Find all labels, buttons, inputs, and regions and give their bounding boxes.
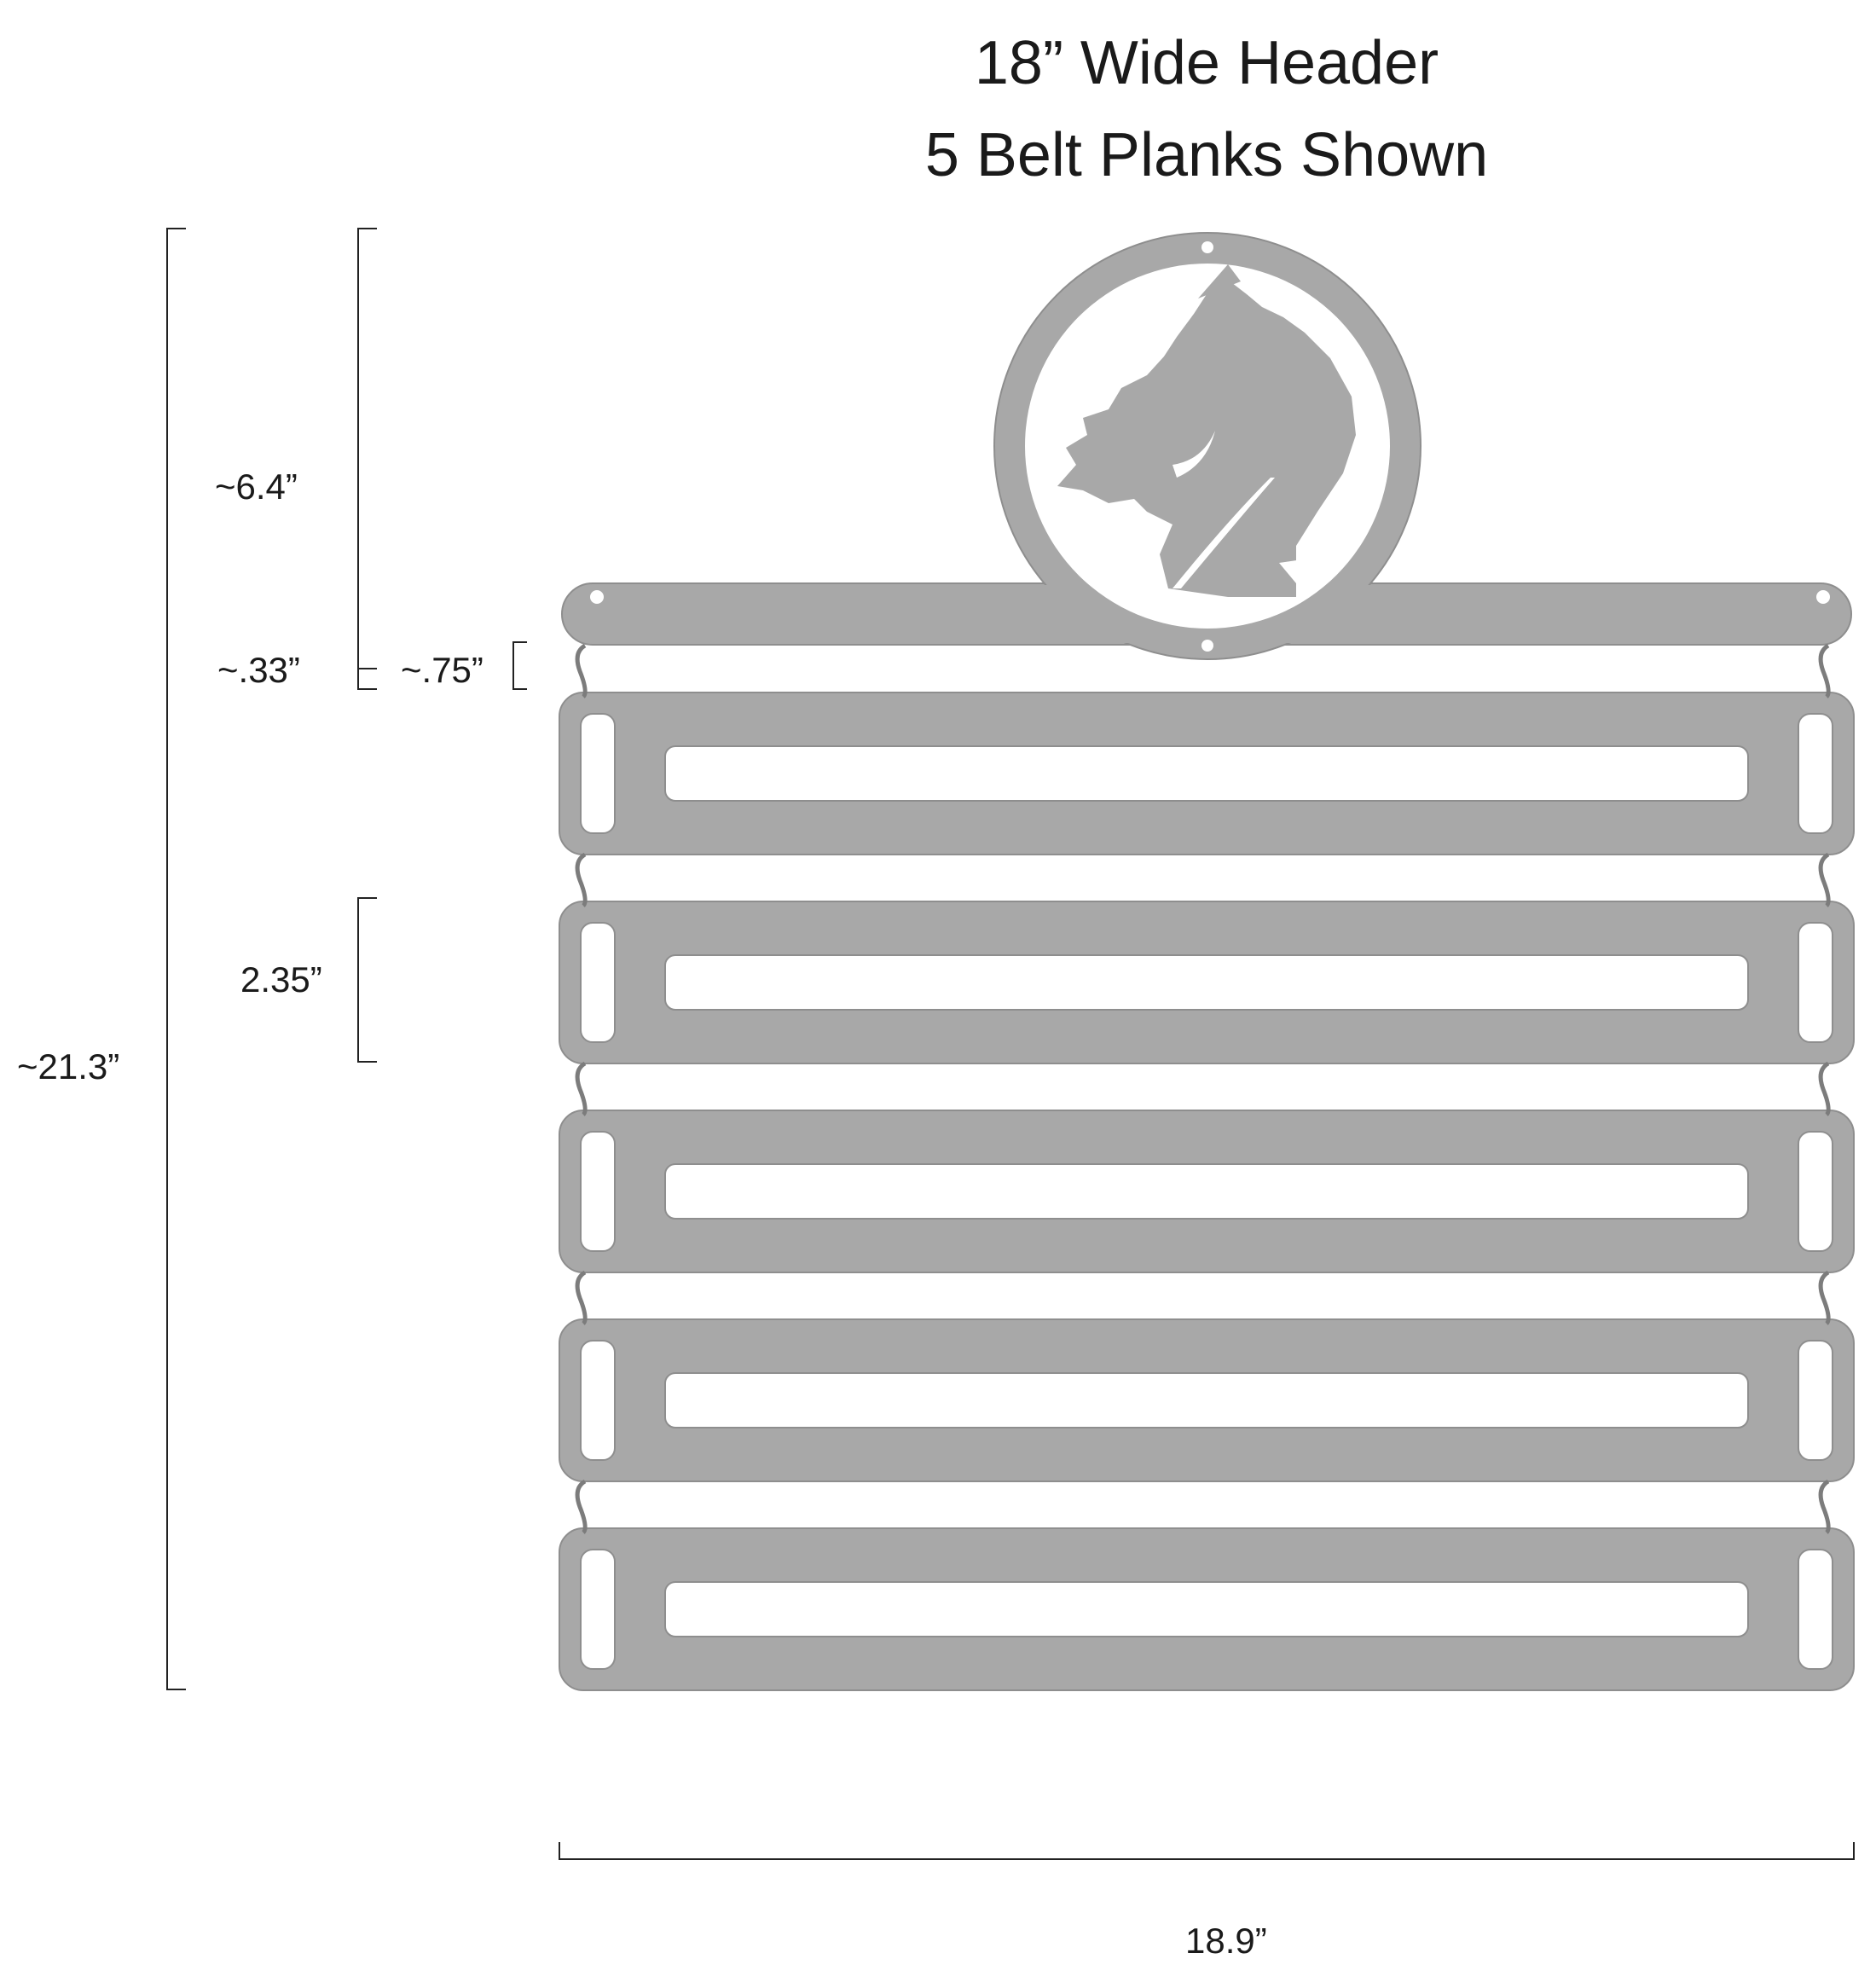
s-hook-icon <box>1818 643 1831 698</box>
belt-plank <box>559 1318 1855 1482</box>
header-gap-bracket <box>357 668 377 690</box>
hook-gap-bracket <box>512 641 527 690</box>
width-bracket <box>559 1842 1855 1860</box>
s-hook-icon <box>1818 1270 1831 1325</box>
belt-plank <box>559 692 1855 855</box>
s-hook-icon <box>1818 1479 1831 1534</box>
s-hook-icon <box>575 1270 588 1325</box>
title-line-2: 5 Belt Planks Shown <box>924 121 1489 189</box>
belt-plank <box>559 901 1855 1064</box>
dragon-head-icon <box>1057 264 1356 597</box>
plank-height-bracket <box>357 897 377 1063</box>
header-gap-label: ~.33” <box>217 650 300 690</box>
s-hook-icon <box>575 852 588 907</box>
title-line-1: 18” Wide Header <box>974 29 1439 97</box>
header-height-label: ~6.4” <box>215 466 298 507</box>
belt-plank <box>559 1527 1855 1691</box>
s-hook-icon <box>1818 1061 1831 1116</box>
belt-plank <box>559 1110 1855 1273</box>
total-height-label: ~21.3” <box>17 1046 120 1087</box>
total-width-label: 18.9” <box>1185 1921 1267 1961</box>
s-hook-icon <box>575 1061 588 1116</box>
header-height-bracket <box>357 228 377 690</box>
s-hook-icon <box>575 643 588 698</box>
hook-gap-label: ~.75” <box>401 650 483 690</box>
total-height-bracket <box>166 228 186 1690</box>
plank-height-label: 2.35” <box>240 959 322 1000</box>
s-hook-icon <box>1818 852 1831 907</box>
s-hook-icon <box>575 1479 588 1534</box>
header-plate <box>561 232 1852 660</box>
belt-planks <box>559 643 1855 1691</box>
